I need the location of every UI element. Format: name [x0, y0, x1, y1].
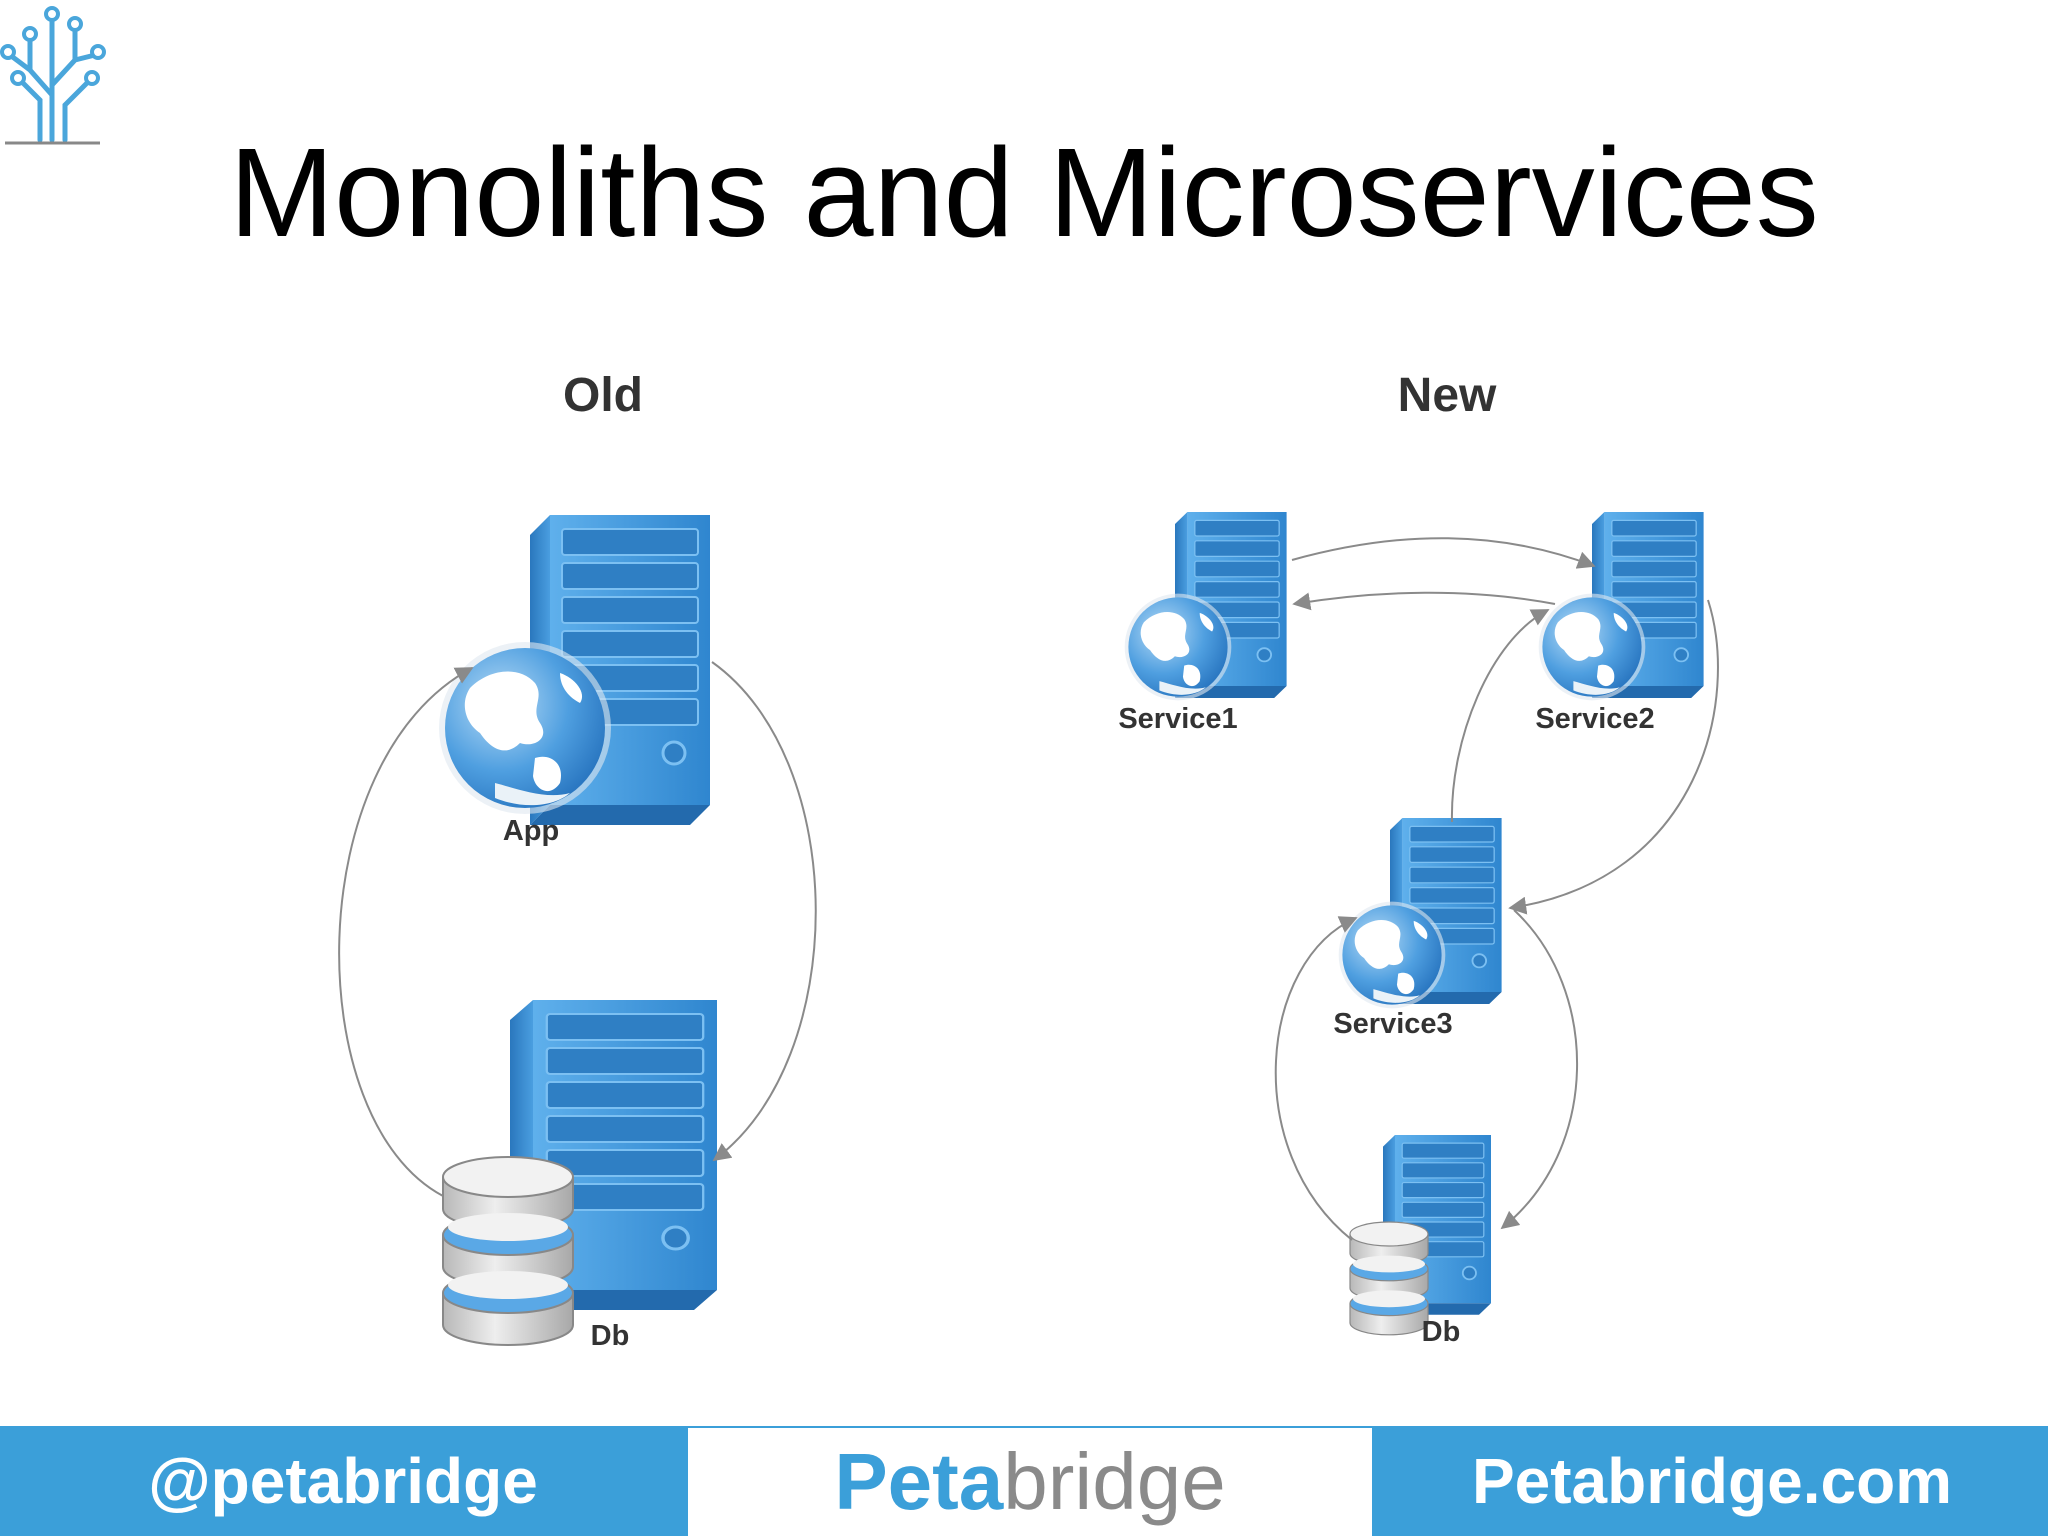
- new-db-database-icon: [1349, 1221, 1429, 1336]
- column-heading-new: New: [1397, 369, 1497, 422]
- page-title: Monoliths and Microservices: [229, 122, 1819, 263]
- old-app-label: App: [502, 815, 560, 847]
- old-db-label: Db: [590, 1320, 630, 1352]
- architecture-diagram: [338, 511, 1719, 1346]
- arrow-service3-to-db: [1500, 909, 1579, 1230]
- old-db-database-icon: [442, 1156, 574, 1346]
- twitter-handle[interactable]: @petabridge: [148, 1445, 538, 1517]
- website-link[interactable]: Petabridge.com: [1471, 1445, 1953, 1517]
- brand-part2: bridge: [1003, 1437, 1226, 1526]
- arrow-service2-to-service3: [1508, 599, 1719, 915]
- column-heading-old: Old: [563, 369, 643, 422]
- brand-part1: Peta: [834, 1437, 1004, 1526]
- service3-label: Service3: [1333, 1008, 1453, 1040]
- arrow-service2-to-service1: [1292, 591, 1556, 611]
- arrow-service1-to-service2: [1291, 537, 1596, 569]
- arrow-service3-to-service2: [1450, 609, 1550, 823]
- service1-label: Service1: [1118, 703, 1238, 735]
- service2-globe-icon: [1538, 593, 1646, 701]
- arrow-db-to-service3: [1274, 916, 1358, 1241]
- old-arrow-db-to-app: [338, 667, 474, 1197]
- service1-globe-icon: [1124, 593, 1232, 701]
- old-arrow-app-to-db: [711, 661, 817, 1162]
- service2-label: Service2: [1535, 703, 1655, 735]
- petabridge-tree-logo-icon: [0, 6, 106, 145]
- old-app-globe-icon: [439, 642, 611, 814]
- new-db-label: Db: [1421, 1316, 1461, 1348]
